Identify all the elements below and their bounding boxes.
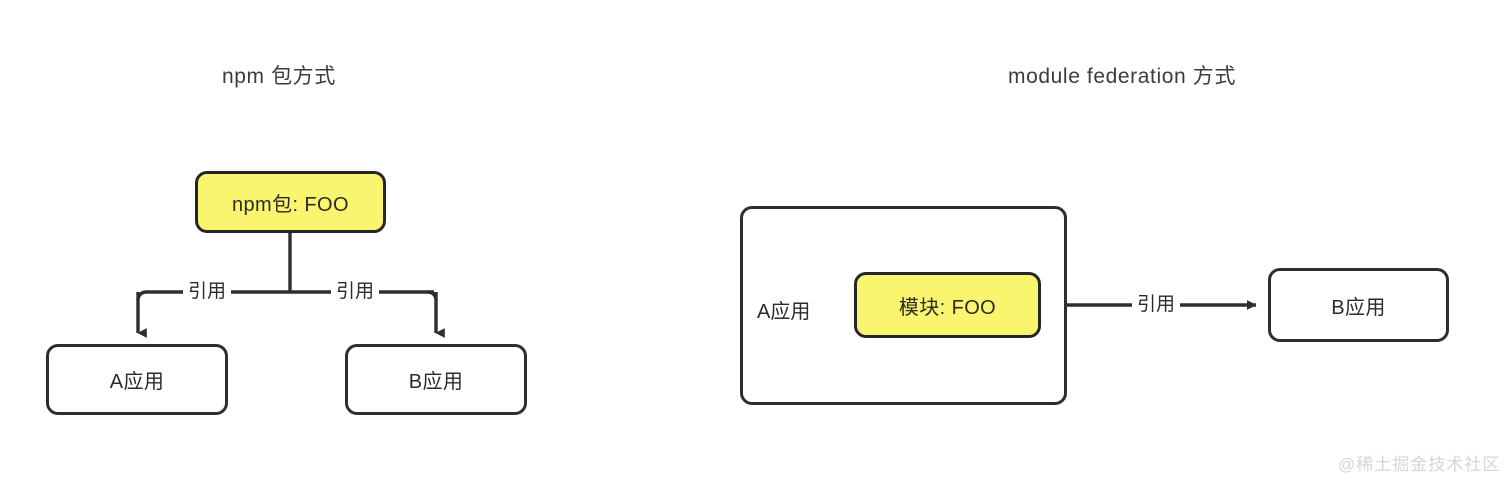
edge-corner-right: [427, 290, 438, 301]
edge-label-reference-a: 引用: [183, 282, 232, 301]
npm-package-label: npm包: FOO: [232, 193, 349, 216]
federated-module-node[interactable]: 模块: FOO: [854, 272, 1041, 338]
app-b-label-right: B应用: [1331, 296, 1386, 319]
edge-label-reference-b: 引用: [331, 282, 380, 301]
edge-label-reference-remote: 引用: [1132, 295, 1181, 314]
app-b-node-right[interactable]: B应用: [1268, 268, 1449, 342]
npm-package-node[interactable]: npm包: FOO: [195, 171, 386, 233]
app-b-node-left[interactable]: B应用: [345, 344, 527, 415]
federated-module-label: 模块: FOO: [898, 296, 997, 319]
app-b-label-left: B应用: [408, 371, 464, 393]
left-diagram-title: npm 包方式: [222, 65, 336, 88]
app-a-label-left: A应用: [109, 371, 165, 393]
host-app-label: A应用: [757, 301, 811, 323]
edge-corner-left: [136, 290, 147, 301]
watermark: @稀土掘金技术社区: [1338, 455, 1501, 474]
right-diagram-title: module federation 方式: [1008, 65, 1236, 88]
app-a-node-left[interactable]: A应用: [46, 344, 228, 415]
